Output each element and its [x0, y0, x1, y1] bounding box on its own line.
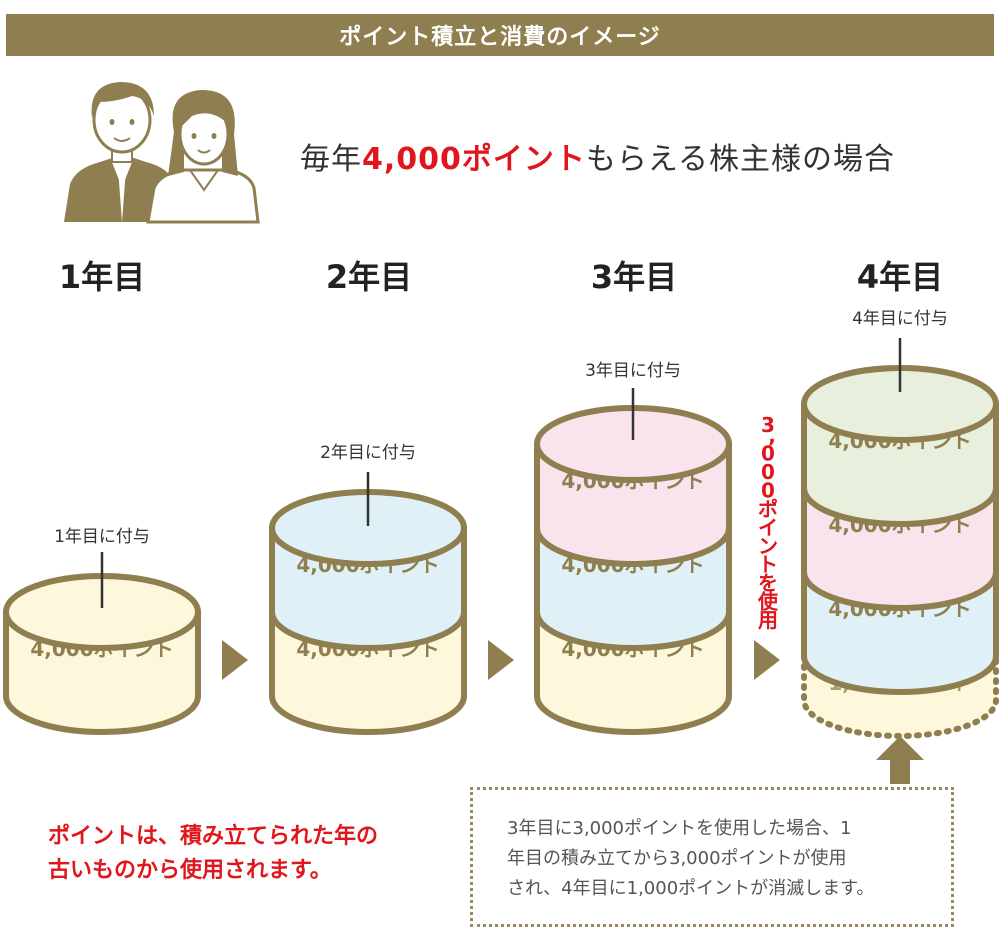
cylinder-4-segment-2-outline — [801, 569, 999, 695]
used-label-char-5: 0 — [761, 479, 775, 503]
year-label-1: 1年目 — [58, 258, 146, 296]
cylinder-2-segment-2-outline — [269, 525, 467, 651]
triangle-right-icon-2 — [488, 640, 514, 680]
note-box-line-3: され、4年目に1,000ポイントが消滅します。 — [507, 878, 875, 899]
year-label-3: 3年目 — [590, 258, 678, 296]
used-label-char-2: , — [768, 424, 776, 448]
grant-label-1: 1年目に付与 — [54, 527, 150, 547]
note-box-line-2: 年目の積み立てから3,000ポイントが使用 — [507, 848, 847, 869]
used-label-char-12: 用 — [758, 608, 778, 632]
cylinder-3-segment-1-outline — [534, 609, 732, 735]
cylinder-4-segment-1-outline — [801, 653, 999, 739]
triangle-right-icon-3 — [754, 640, 780, 680]
year-label-4: 4年目 — [856, 258, 944, 296]
cylinder-1-segment-1-outline — [3, 609, 201, 735]
headline-prefix: 毎年 — [300, 142, 362, 177]
note-box-line-1: 3年目に3,000ポイントを使用した場合、1 — [507, 818, 852, 839]
couple-illustration — [64, 82, 260, 224]
used-label-char-6: ポ — [758, 497, 778, 521]
used-label-char-11: 使 — [757, 590, 779, 614]
arrow-up-icon — [876, 736, 924, 784]
cylinder-2-segment-1-outline — [269, 609, 467, 735]
used-label-char-9: ト — [758, 553, 778, 577]
headline-highlight: 4,000ポイント — [362, 142, 586, 177]
note-red-line-1: ポイントは、積み立てられた年の — [48, 824, 379, 849]
header-title: ポイント積立と消費のイメージ — [6, 14, 994, 56]
headline-suffix: もらえる株主様の場合 — [585, 142, 896, 177]
cylinder-3-segment-2-outline — [534, 525, 732, 651]
used-label-char-8: ン — [758, 534, 778, 558]
grant-label-4: 4年目に付与 — [852, 309, 948, 329]
cylinder-4-segment-4-outline — [801, 401, 999, 527]
grant-label-2: 2年目に付与 — [320, 443, 416, 463]
grant-label-3: 3年目に付与 — [585, 361, 681, 381]
used-label-char-7: イ — [758, 516, 778, 540]
headline: 毎年4,000ポイントもらえる株主様の場合 — [300, 134, 895, 178]
cylinder-4-segment-3-outline — [801, 485, 999, 611]
used-label-char-1: 3 — [761, 413, 775, 437]
note-red-line-2: 古いものから使用されます。 — [48, 858, 332, 883]
used-label-char-3: 0 — [761, 442, 775, 466]
used-label-char-10: を — [758, 571, 778, 595]
note-red: ポイントは、積み立てられた年の 古いものから使用されます。 — [48, 820, 378, 888]
year-label-2: 2年目 — [325, 258, 413, 296]
triangle-right-icon-1 — [222, 640, 248, 680]
note-box: 3年目に3,000ポイントを使用した場合、1 年目の積み立てから3,000ポイン… — [470, 787, 954, 927]
used-label-char-4: 0 — [761, 460, 775, 484]
cylinder-3-segment-3-outline — [534, 441, 732, 567]
